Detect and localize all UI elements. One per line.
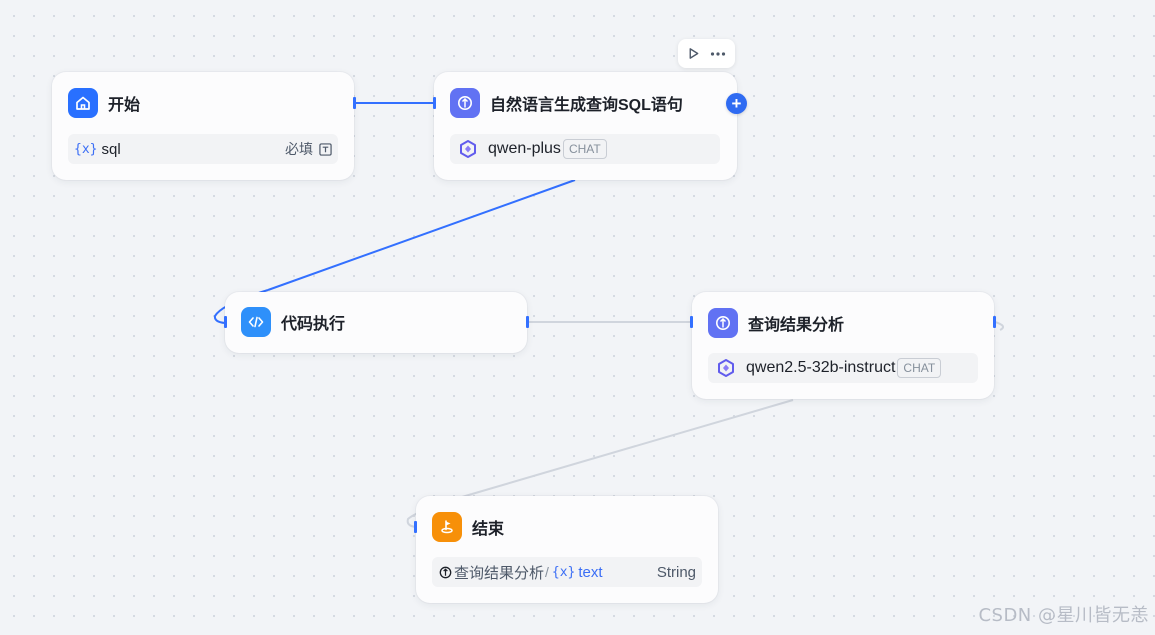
variable-icon: {x} (74, 141, 98, 157)
start-variable-name: sql (101, 140, 121, 158)
variable-icon: {x} (551, 564, 576, 580)
node-end-header: 结束 (432, 512, 504, 542)
node-start-title: 开始 (108, 97, 141, 114)
node-analysis-header: 查询结果分析 (708, 308, 844, 338)
port-llm-sql-in[interactable] (433, 97, 436, 109)
watermark: CSDN @星川皆无恙 (978, 605, 1149, 626)
node-analysis-title: 查询结果分析 (748, 317, 845, 334)
port-analysis-in[interactable] (690, 316, 693, 328)
end-output-row[interactable]: 查询结果分析 / {x} text String (432, 557, 702, 587)
end-output-source: 查询结果分析 (454, 564, 545, 582)
node-toolbar (678, 39, 735, 68)
node-llm-sql[interactable]: 自然语言生成查询SQL语句 qwen-plus CHAT (434, 72, 737, 180)
llm-sql-model-tag: CHAT (562, 139, 607, 159)
end-output-separator: / (545, 564, 549, 580)
node-code[interactable]: 代码执行 (225, 292, 527, 353)
required-label: 必填 (285, 141, 313, 157)
edge-llm-to-code[interactable] (267, 179, 576, 291)
node-llm-sql-header: 自然语言生成查询SQL语句 (450, 88, 683, 118)
port-code-in[interactable] (224, 316, 227, 328)
home-icon (68, 88, 98, 118)
node-code-header: 代码执行 (241, 307, 345, 337)
llm-icon (450, 88, 480, 118)
port-code-out[interactable] (526, 316, 529, 328)
analysis-model-tag: CHAT (897, 358, 942, 378)
qwen-logo-icon (716, 358, 736, 378)
node-start-header: 开始 (68, 88, 140, 118)
port-start-out[interactable] (353, 97, 356, 109)
port-end-in[interactable] (414, 521, 417, 533)
node-code-title: 代码执行 (281, 316, 346, 333)
port-analysis-out[interactable] (993, 316, 996, 328)
end-flag-icon (432, 512, 462, 542)
node-end-title: 结束 (472, 521, 505, 538)
analysis-model-row[interactable]: qwen2.5-32b-instruct CHAT (708, 353, 978, 383)
qwen-logo-icon (458, 139, 478, 159)
play-icon[interactable] (687, 47, 700, 60)
edge-analysis-out (994, 321, 1005, 331)
llm-sql-model-row[interactable]: qwen-plus CHAT (450, 134, 720, 164)
add-node-button[interactable]: + (726, 93, 747, 114)
code-icon (241, 307, 271, 337)
end-output-name: text (578, 563, 603, 581)
end-output-type: String (656, 563, 696, 581)
node-llm-sql-title: 自然语言生成查询SQL语句 (490, 97, 683, 114)
more-icon[interactable] (710, 51, 726, 57)
start-variable-row[interactable]: {x} sql 必填 (68, 134, 338, 164)
llm-small-icon (439, 566, 452, 579)
llm-sql-model-name: qwen-plus (488, 140, 561, 157)
analysis-model-name: qwen2.5-32b-instruct (746, 359, 896, 376)
edge-analysis-to-end[interactable] (471, 399, 794, 495)
llm-icon (708, 308, 738, 338)
node-start[interactable]: 开始 {x} sql 必填 (52, 72, 354, 180)
node-analysis[interactable]: 查询结果分析 qwen2.5-32b-instruct CHAT (692, 292, 994, 399)
text-input-icon (319, 142, 332, 156)
node-end[interactable]: 结束 查询结果分析 / {x} text String (416, 496, 718, 603)
